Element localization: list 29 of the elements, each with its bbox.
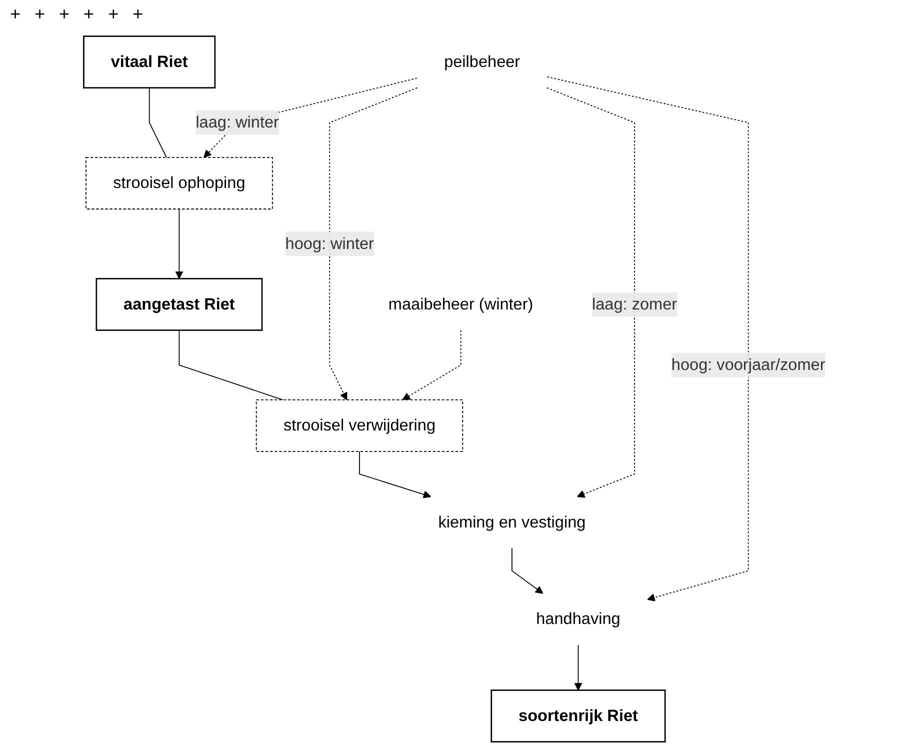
node-box: strooisel ophoping [86,156,273,210]
arrow [546,87,635,498]
node-box: strooisel verwijdering [256,399,464,452]
connector [178,330,284,400]
arrow [175,208,184,279]
node-text: handhaving [536,610,620,628]
plus-sign: + [34,4,46,25]
connector [148,87,167,158]
node-box: aangetast Riet [96,278,263,331]
plus-sign: + [59,4,70,25]
arrow [574,644,582,691]
plus-sign: + [108,4,119,25]
arrow [359,450,432,498]
arrow [329,87,418,400]
plus-sign: + [10,4,21,25]
arrow [546,76,749,602]
node-box: soortenrijk Riet [490,690,666,742]
node-box: vitaal Riet [83,36,216,88]
edge-label: laag: zomer [592,294,678,314]
edge-label: hoog: voorjaar/zomer [671,356,826,374]
node-text: kieming en vestiging [438,512,586,532]
edge-label: laag: winter [196,113,279,132]
plus-sign: + [84,4,94,25]
edge-label: hoog: winter [285,234,374,252]
node-text: maaibeheer (winter) [388,294,534,314]
arrow [402,330,462,400]
plus-sign: + [132,4,144,25]
node-text: peilbeheer [444,52,520,71]
arrow [512,548,544,594]
